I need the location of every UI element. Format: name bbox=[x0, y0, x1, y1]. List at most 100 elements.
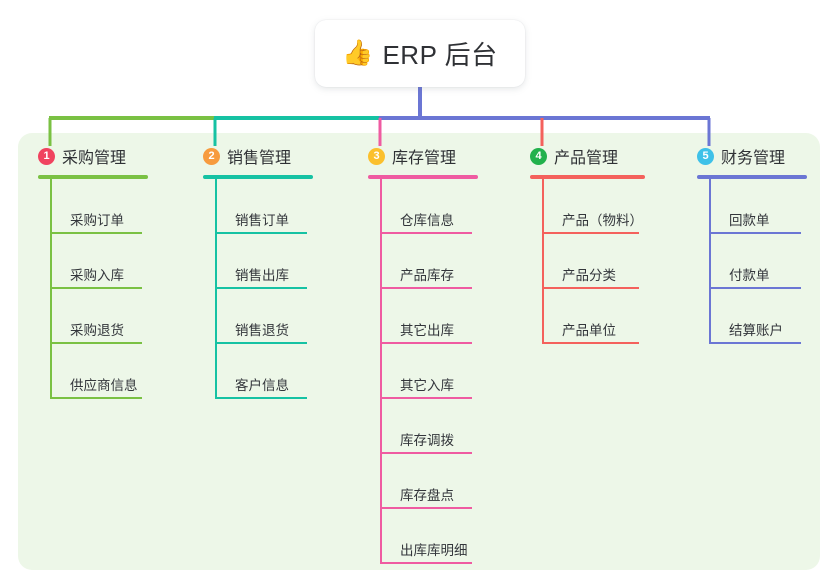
list-item[interactable]: 产品分类 bbox=[542, 234, 645, 289]
list-item[interactable]: 销售出库 bbox=[215, 234, 313, 289]
column-title-3: 库存管理 bbox=[392, 150, 457, 167]
item-label: 回款单 bbox=[729, 212, 770, 228]
item-underline bbox=[709, 342, 801, 344]
list-item[interactable]: 库存盘点 bbox=[380, 454, 478, 509]
item-label: 销售出库 bbox=[235, 267, 289, 283]
list-item[interactable]: 结算账户 bbox=[709, 289, 807, 344]
list-item[interactable]: 采购退货 bbox=[50, 289, 148, 344]
column-title-5: 财务管理 bbox=[721, 150, 786, 167]
column-items-4: 产品（物料） 产品分类产品单位 bbox=[530, 179, 645, 344]
column-5: 5 财务管理回款单付款单结算账户 bbox=[697, 145, 807, 344]
item-label: 供应商信息 bbox=[70, 377, 138, 393]
column-spine-3 bbox=[380, 179, 382, 564]
thumbs-up-icon: 👍 bbox=[342, 39, 374, 67]
item-label: 其它出库 bbox=[400, 322, 454, 338]
item-label: 销售订单 bbox=[235, 212, 289, 228]
item-underline bbox=[380, 452, 472, 454]
item-label: 其它入库 bbox=[400, 377, 454, 393]
item-label: 采购退货 bbox=[70, 322, 124, 338]
list-item[interactable]: 销售退货 bbox=[215, 289, 313, 344]
column-badge-5: 5 bbox=[697, 147, 714, 165]
list-item[interactable]: 产品（物料） bbox=[542, 179, 645, 234]
item-label: 产品（物料） bbox=[562, 212, 643, 228]
column-badge-2: 2 bbox=[203, 147, 220, 165]
item-label: 采购订单 bbox=[70, 212, 124, 228]
list-item[interactable]: 销售订单 bbox=[215, 179, 313, 234]
column-title-4: 产品管理 bbox=[554, 150, 619, 167]
column-badge-1: 1 bbox=[38, 147, 55, 165]
column-spine-1 bbox=[50, 179, 52, 399]
item-underline bbox=[215, 232, 307, 234]
item-label: 产品单位 bbox=[562, 322, 616, 338]
column-underline-3 bbox=[368, 175, 478, 179]
item-label: 产品分类 bbox=[562, 267, 616, 283]
column-items-2: 销售订单销售出库销售退货客户信息 bbox=[203, 179, 313, 399]
column-badge-3: 3 bbox=[368, 147, 385, 165]
item-label: 库存盘点 bbox=[400, 487, 454, 503]
item-underline bbox=[380, 397, 472, 399]
column-header-4[interactable]: 4 产品管理 bbox=[530, 145, 645, 167]
item-underline bbox=[380, 232, 472, 234]
list-item[interactable]: 采购订单 bbox=[50, 179, 148, 234]
list-item[interactable]: 仓库信息 bbox=[380, 179, 478, 234]
list-item[interactable]: 出库库明细 bbox=[380, 509, 478, 564]
item-label: 采购入库 bbox=[70, 267, 124, 283]
column-title-2: 销售管理 bbox=[227, 150, 292, 167]
column-title-1: 采购管理 bbox=[62, 150, 127, 167]
column-underline-2 bbox=[203, 175, 313, 179]
diagram-panel bbox=[18, 133, 820, 570]
item-label: 销售退货 bbox=[235, 322, 289, 338]
item-underline bbox=[50, 232, 142, 234]
column-1: 1 采购管理采购订单采购入库采购退货供应商信息 bbox=[38, 145, 148, 399]
column-2: 2 销售管理销售订单销售出库销售退货客户信息 bbox=[203, 145, 313, 399]
item-label: 出库库明细 bbox=[400, 542, 468, 558]
item-underline bbox=[380, 287, 472, 289]
list-item[interactable]: 采购入库 bbox=[50, 234, 148, 289]
column-items-1: 采购订单采购入库采购退货供应商信息 bbox=[38, 179, 148, 399]
item-label: 付款单 bbox=[729, 267, 770, 283]
item-underline bbox=[709, 287, 801, 289]
column-spine-4 bbox=[542, 179, 544, 344]
item-underline bbox=[50, 287, 142, 289]
list-item[interactable]: 产品单位 bbox=[542, 289, 645, 344]
list-item[interactable]: 回款单 bbox=[709, 179, 807, 234]
list-item[interactable]: 其它出库 bbox=[380, 289, 478, 344]
column-header-1[interactable]: 1 采购管理 bbox=[38, 145, 148, 167]
item-underline bbox=[542, 342, 639, 344]
column-underline-1 bbox=[38, 175, 148, 179]
list-item[interactable]: 库存调拨 bbox=[380, 399, 478, 454]
item-underline bbox=[215, 397, 307, 399]
list-item[interactable]: 客户信息 bbox=[215, 344, 313, 399]
column-spine-5 bbox=[709, 179, 711, 344]
column-underline-4 bbox=[530, 175, 645, 179]
item-underline bbox=[215, 287, 307, 289]
column-header-5[interactable]: 5 财务管理 bbox=[697, 145, 807, 167]
list-item[interactable]: 付款单 bbox=[709, 234, 807, 289]
column-header-3[interactable]: 3 库存管理 bbox=[368, 145, 478, 167]
item-underline bbox=[542, 287, 639, 289]
column-items-3: 仓库信息产品库存其它出库其它入库库存调拨库存盘点出库库明细 bbox=[368, 179, 478, 564]
page-title: ERP 后台 bbox=[382, 40, 498, 70]
column-spine-2 bbox=[215, 179, 217, 399]
item-label: 产品库存 bbox=[400, 267, 454, 283]
item-label: 库存调拨 bbox=[400, 432, 454, 448]
item-underline bbox=[380, 507, 472, 509]
item-underline bbox=[380, 562, 472, 564]
root-node-erp[interactable]: 👍 ERP 后台 bbox=[315, 20, 525, 87]
item-underline bbox=[380, 342, 472, 344]
column-3: 3 库存管理仓库信息产品库存其它出库其它入库库存调拨库存盘点出库库明细 bbox=[368, 145, 478, 564]
item-underline bbox=[709, 232, 801, 234]
list-item[interactable]: 产品库存 bbox=[380, 234, 478, 289]
item-underline bbox=[50, 397, 142, 399]
column-underline-5 bbox=[697, 175, 807, 179]
column-badge-4: 4 bbox=[530, 147, 547, 165]
list-item[interactable]: 其它入库 bbox=[380, 344, 478, 399]
item-label: 仓库信息 bbox=[400, 212, 454, 228]
list-item[interactable]: 供应商信息 bbox=[50, 344, 148, 399]
item-label: 结算账户 bbox=[729, 322, 783, 338]
item-underline bbox=[542, 232, 639, 234]
column-4: 4 产品管理产品（物料） 产品分类产品单位 bbox=[530, 145, 645, 344]
column-header-2[interactable]: 2 销售管理 bbox=[203, 145, 313, 167]
